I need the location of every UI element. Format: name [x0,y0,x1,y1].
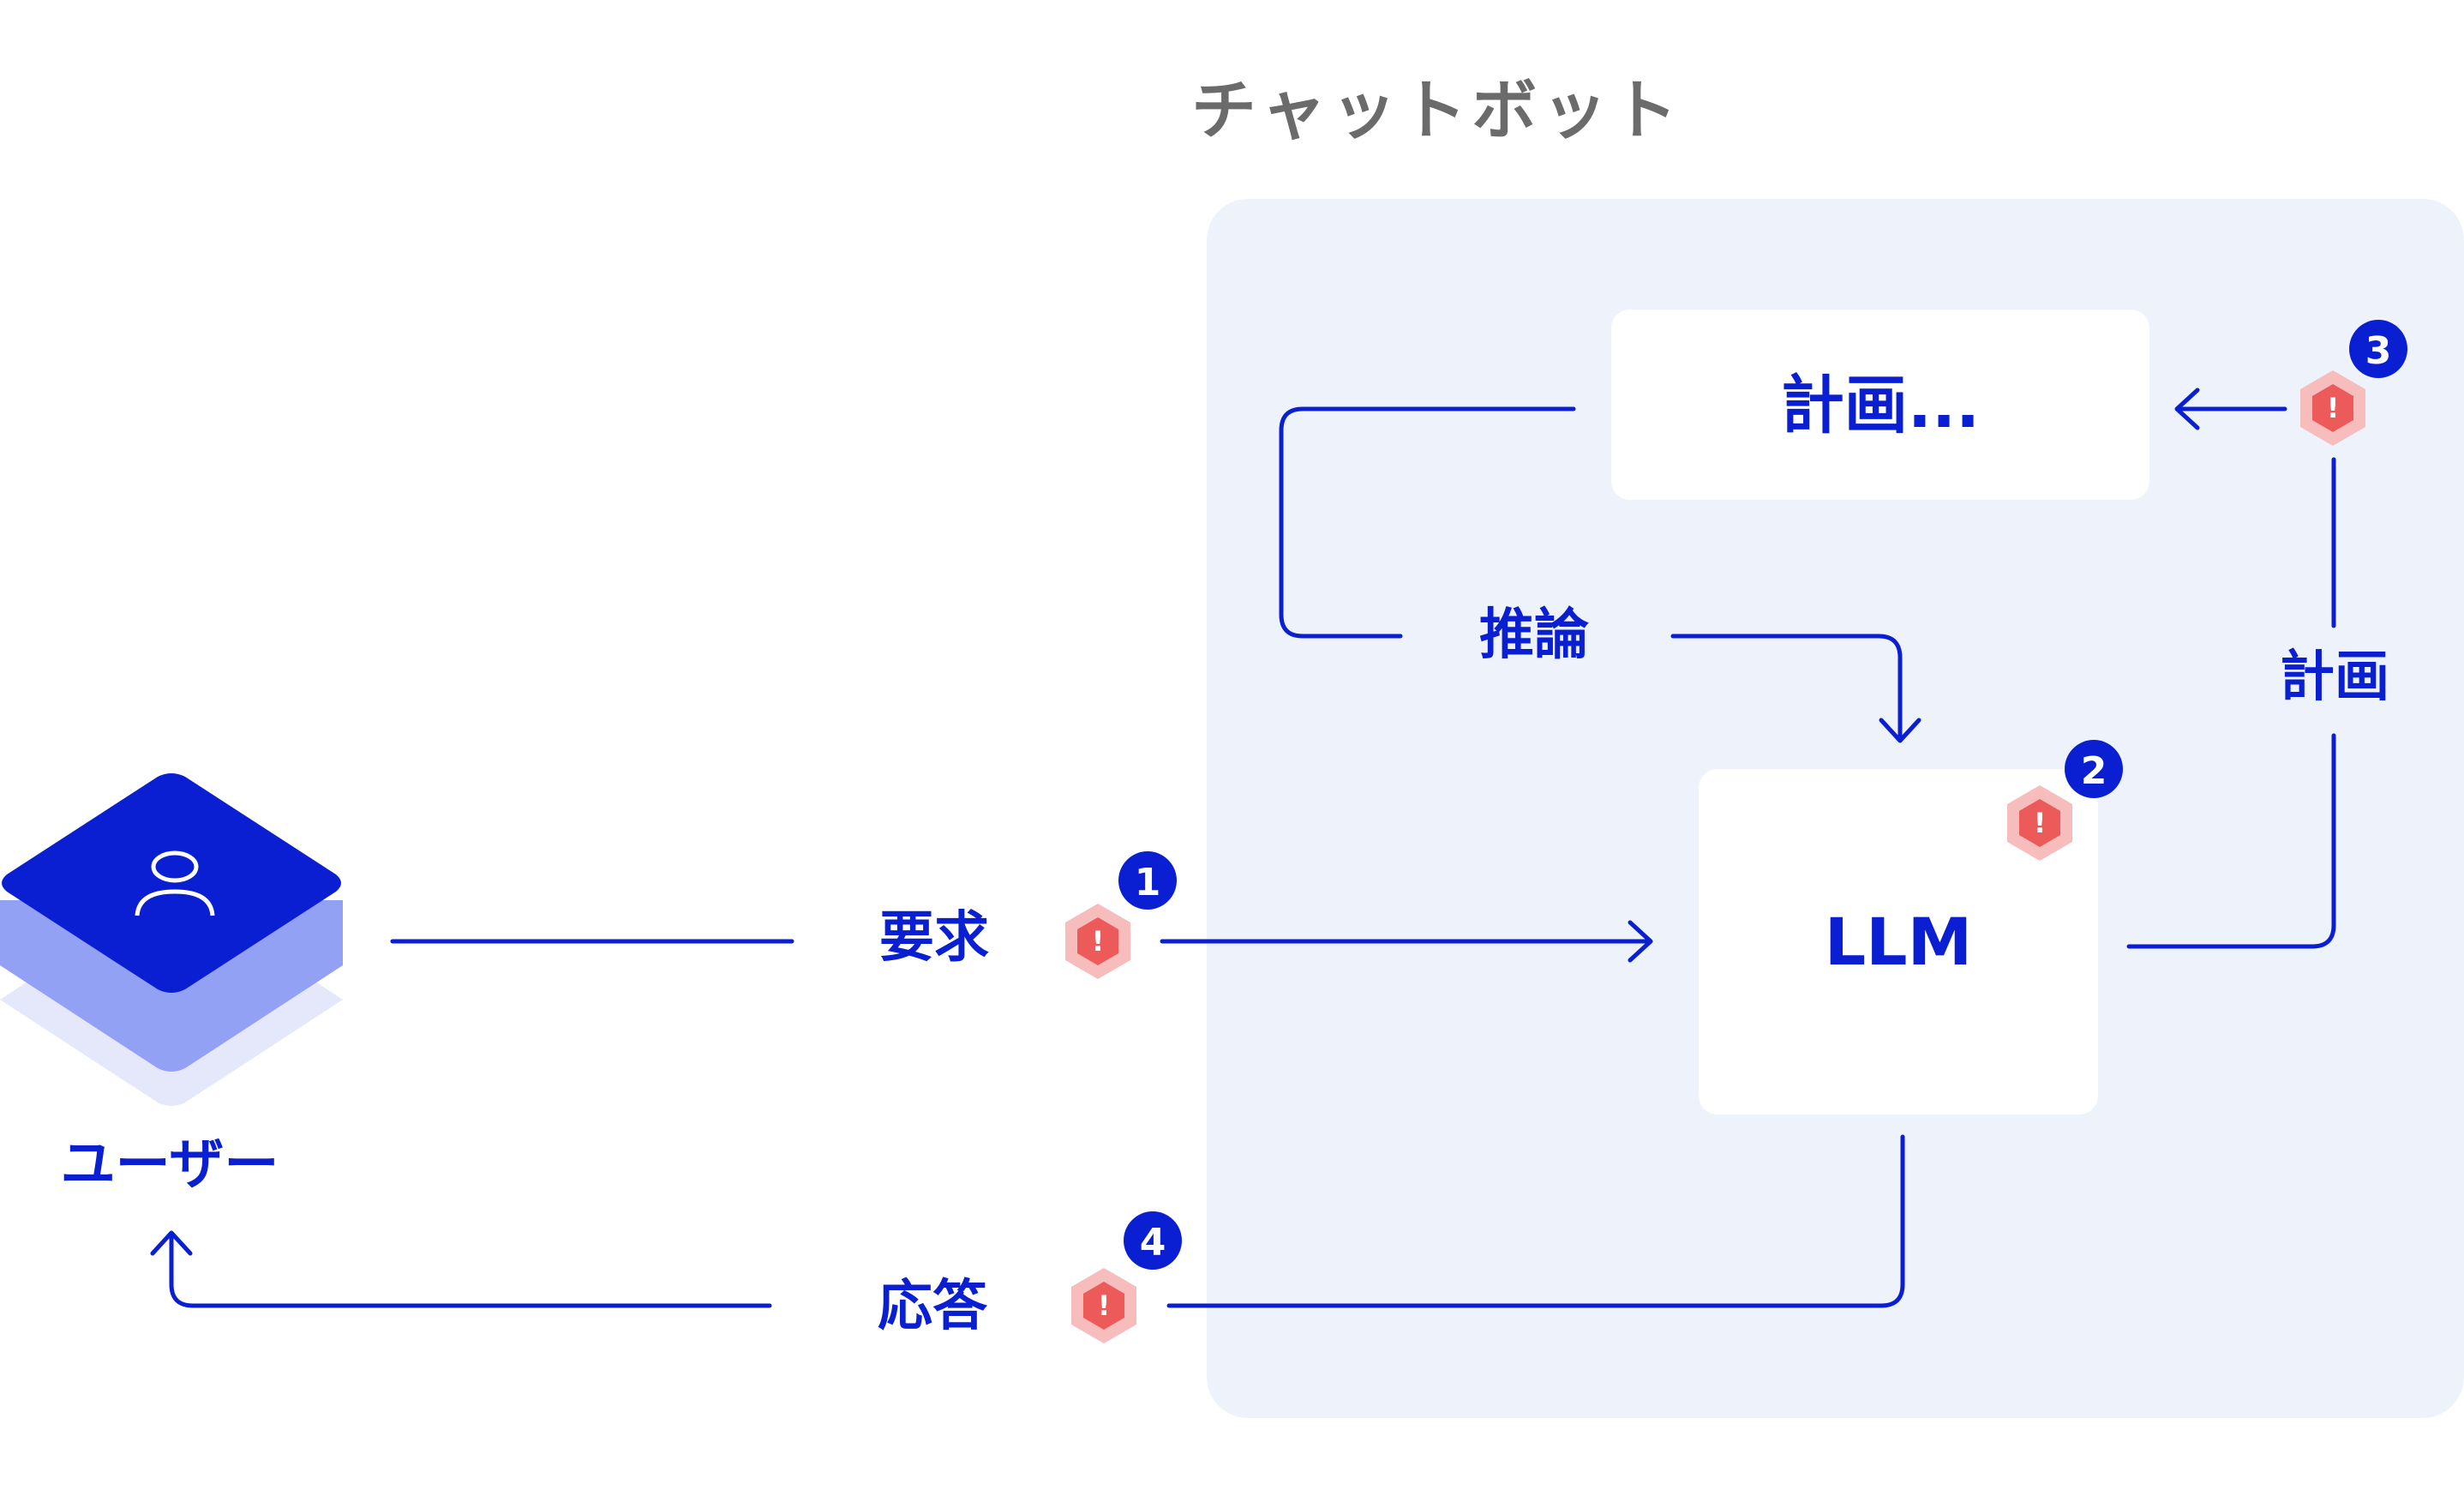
step-badge-2-number: 2 [2081,749,2107,793]
reasoning-arrowhead [1879,718,1921,743]
response-line-right [1166,1134,1905,1308]
plan-line-bottom [2126,733,2336,949]
warning-icon-1: ! [1065,904,1130,979]
reasoning-label: 推論 [1479,604,1589,667]
response-line-left [169,1232,772,1308]
user-label: ユーザー [61,1133,279,1197]
warning-icon-1-mark: ! [1092,925,1105,958]
request-label: 要求 [879,906,989,970]
llm-box-label: LLM [1825,904,1972,980]
plan-box [1611,309,2149,500]
warning-icon-4-mark: ! [1098,1289,1111,1322]
warning-icon-2: ! [2007,785,2072,861]
step-badge-1: 1 [1118,851,1177,910]
step-badge-4-number: 4 [1140,1221,1166,1265]
warning-icon-2-mark: ! [2034,807,2047,839]
plan-arrowhead [2174,388,2200,430]
user-tile-top [2,773,341,993]
user-icon [135,850,215,916]
warning-icon-3: ! [2300,370,2365,446]
step-badge-4: 4 [1124,1211,1182,1270]
plan-label: 計画 [2280,646,2389,709]
step-badge-2: 2 [2065,740,2123,798]
step-badge-3-number: 3 [2365,329,2392,373]
user-tile [0,773,343,1106]
llm-box [1699,769,2098,1114]
reasoning-line-left [1279,406,1576,639]
response-arrowhead [150,1230,193,1256]
reasoning-line-right [1670,634,1903,742]
step-badge-1-number: 1 [1135,861,1161,904]
plan-box-label: 計画... [1781,369,1980,442]
flow-lines [150,388,2336,1308]
chatbot-title: チャットボット [1191,72,1682,148]
response-label: 応答 [878,1275,988,1338]
warning-icon-4: ! [1071,1268,1136,1343]
request-arrowhead [1628,920,1653,963]
step-badge-3: 3 [2349,320,2407,378]
warning-icon-3-mark: ! [2327,392,2340,424]
